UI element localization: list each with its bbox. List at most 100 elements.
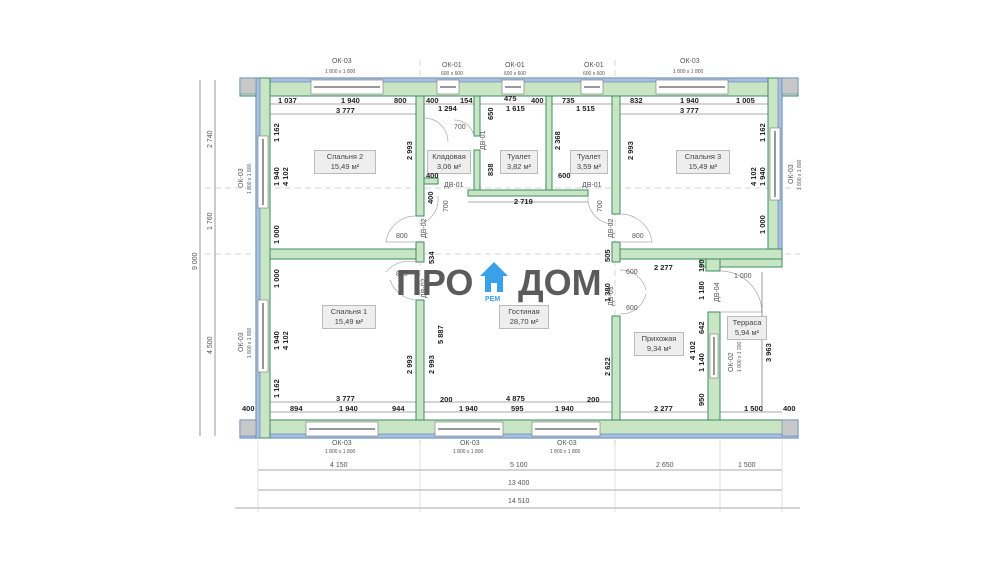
dim: 2 277	[654, 404, 673, 413]
dim: 800	[396, 271, 408, 278]
room-area: 3,82 м²	[506, 162, 532, 171]
window-size: 600 x 600	[441, 71, 463, 77]
dim: 1 940	[680, 96, 699, 105]
house-icon	[480, 262, 508, 292]
logo-sub: РЕМ	[485, 296, 500, 303]
dim: 9 000	[192, 252, 199, 270]
dim: 1 940	[272, 331, 281, 350]
door-label: ДВ-01	[444, 182, 464, 189]
dimension-lines	[199, 80, 800, 509]
dim: 700	[454, 124, 466, 131]
dim: 534	[427, 251, 436, 264]
dim: 800	[396, 233, 408, 240]
dim: 2 650	[656, 462, 674, 469]
room-label-living: Гостиная 28,70 м²	[499, 305, 549, 329]
dim: 4 500	[207, 336, 214, 354]
dim: 800	[394, 96, 407, 105]
room-area: 15,49 м²	[330, 162, 360, 171]
dim: 400	[531, 96, 544, 105]
window-glass	[262, 86, 776, 430]
door-label: ДВ-01	[480, 130, 487, 150]
dim: 13 400	[508, 480, 530, 487]
room-label-wc2: Туалет 3,59 м²	[570, 150, 608, 174]
dim: 1 000	[758, 215, 767, 234]
dim: 2 993	[405, 141, 414, 160]
room-area: 3,59 м²	[576, 162, 602, 171]
window-size: 1 800 x 1 800	[673, 69, 704, 75]
window-label: ОК-03	[332, 440, 352, 447]
dim: 400	[426, 171, 439, 180]
window-label: ОК-03	[680, 58, 700, 65]
window-label: ОК-03	[332, 58, 352, 65]
dim: 475	[504, 94, 517, 103]
dim: 600	[558, 171, 571, 180]
dim: 5 887	[436, 325, 445, 344]
window-size: 1 800 x 1 800	[247, 327, 253, 358]
dim: 2 993	[626, 141, 635, 160]
watermark-logo: ПРО ДОМ РЕМ	[396, 262, 602, 303]
window-label: ОК-01	[584, 62, 604, 69]
window-size: 1 800 x 1 800	[247, 163, 253, 194]
window-size: 1 000 x 1 200	[737, 341, 743, 372]
dim: 1 940	[339, 404, 358, 413]
dim: 1 162	[272, 123, 281, 142]
room-label-wc1: Туалет 3,82 м²	[500, 150, 538, 174]
dim: 400	[783, 404, 796, 413]
room-area: 5,94 м²	[734, 328, 760, 337]
dim: 4 875	[506, 394, 525, 403]
dim: 400	[426, 191, 435, 204]
dim: 735	[562, 96, 575, 105]
dim: 642	[697, 321, 706, 334]
dim: 1 000	[272, 269, 281, 288]
dim: 1 380	[603, 283, 612, 302]
room-name: Гостиная	[508, 307, 540, 316]
dim: 1 515	[576, 104, 595, 113]
dim: 1 037	[278, 96, 297, 105]
dim: 1 940	[555, 404, 574, 413]
walls	[239, 77, 799, 439]
window-size: 1 800 x 1 800	[550, 449, 581, 455]
dim: 600	[626, 269, 638, 276]
dim: 838	[486, 163, 495, 176]
dim: 4 102	[688, 341, 697, 360]
window-size: 1 800 x 1 800	[325, 69, 356, 75]
dim: 1 615	[506, 104, 525, 113]
room-name: Туалет	[577, 152, 601, 161]
dim: 2 277	[654, 263, 673, 272]
extension-lines	[257, 440, 783, 512]
dim: 4 150	[330, 462, 348, 469]
room-area: 15,49 м²	[334, 317, 364, 326]
dim: 3 963	[764, 343, 773, 362]
dim: 4 102	[281, 167, 290, 186]
dim: 1 294	[438, 104, 457, 113]
dim: 1 940	[459, 404, 478, 413]
dim: 595	[511, 404, 524, 413]
window-size: 1 800 x 1 800	[325, 449, 356, 455]
room-name: Спальня 3	[684, 152, 722, 161]
room-name: Туалет	[507, 152, 531, 161]
dim: 1 500	[744, 404, 763, 413]
dim: 2 622	[603, 357, 612, 376]
dim: 1 000	[734, 273, 752, 280]
dim: 700	[597, 200, 604, 212]
dim: 944	[392, 404, 405, 413]
dim: 1 162	[272, 379, 281, 398]
dim: 2 740	[207, 130, 214, 148]
room-area: 3,06 м²	[436, 162, 462, 171]
dim: 200	[587, 395, 600, 404]
room-area: 28,70 м²	[509, 317, 539, 326]
room-label-hall: Прихожая 9,34 м²	[634, 332, 684, 356]
dim: 400	[426, 96, 439, 105]
dim: 700	[443, 200, 450, 212]
dim: 1 140	[697, 353, 706, 372]
room-label-bedroom2: Спальня 2 15,49 м²	[314, 150, 376, 174]
window-size: 1 800 x 1 800	[453, 449, 484, 455]
room-name: Терраса	[732, 318, 762, 327]
dim: 3 777	[680, 106, 699, 115]
window-label: ОК-03	[238, 168, 245, 188]
window-label: ОК-02	[728, 352, 735, 372]
dim: 1 180	[697, 281, 706, 300]
dim: 5 100	[510, 462, 528, 469]
dim: 4 102	[281, 331, 290, 350]
